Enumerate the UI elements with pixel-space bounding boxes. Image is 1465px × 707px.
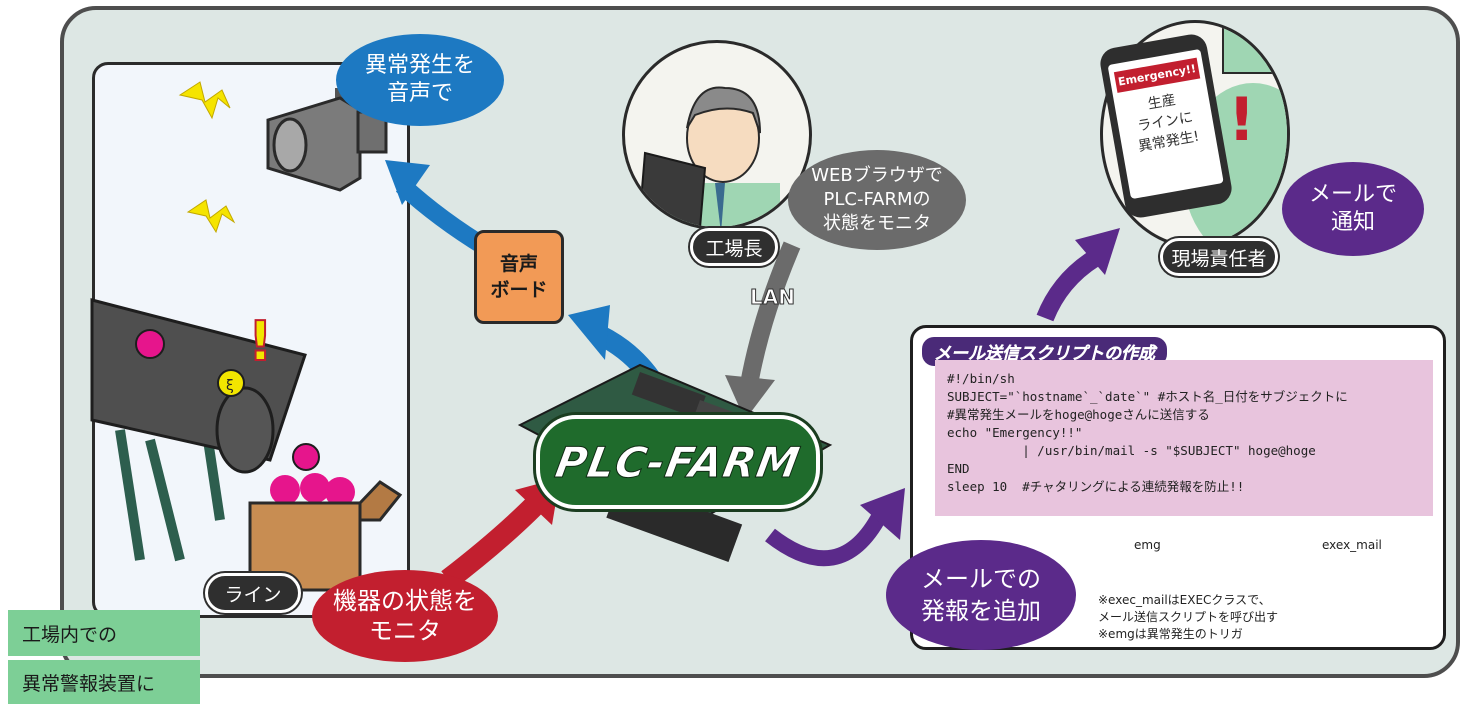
phone-screen: Emergency!! 生産 ラインに 異常発生! — [1107, 48, 1224, 200]
mail-add-bubble: メールでの発報を追加 — [886, 540, 1076, 650]
svg-text:ξ: ξ — [226, 378, 234, 394]
mail-add-line1: メールでの — [921, 565, 1041, 593]
monitor-bubble: 機器の状態をモニタ — [312, 570, 498, 662]
line-label: ライン — [205, 573, 301, 613]
conveyor-belt-icon: ξ — [90, 298, 320, 562]
lightning-icon — [178, 81, 231, 120]
code-line: echo "Emergency!!" — [947, 425, 1083, 440]
script-code: #!/bin/sh SUBJECT="`hostname`_`date`" #ホ… — [935, 360, 1433, 516]
exclamation-icon: ! — [248, 310, 273, 373]
arrow-to-responsible — [1036, 228, 1120, 322]
code-line: SUBJECT="`hostname`_`date`" #ホスト名_日付をサブジ… — [947, 389, 1348, 404]
manager-icon — [638, 86, 780, 227]
manager-bubble-line3: 状態をモニタ — [823, 213, 931, 234]
code-line: | /usr/bin/mail -s "$SUBJECT" hoge@hoge — [947, 443, 1316, 458]
lan-label: LAN — [750, 285, 796, 310]
manager-bubble-line1: WEBブラウザで — [811, 165, 943, 186]
plc-farm-logo-text: PLC-FARM — [551, 437, 805, 487]
speaker-bubble: 異常発生を音声で — [336, 34, 504, 126]
sound-board: 音声ボード — [474, 230, 564, 324]
speaker-bubble-line2: 音声で — [386, 81, 453, 106]
speaker-bubble-line1: 異常発生を — [364, 53, 475, 78]
sound-board-line2: ボード — [490, 279, 548, 301]
manager-label: 工場長 — [690, 228, 778, 266]
phone-header: Emergency!! — [1113, 57, 1201, 93]
ladder-note-1: ※exec_mailはEXECクラスで、 — [1098, 593, 1271, 607]
manager-bubble-line2: PLC-FARMの — [823, 189, 931, 210]
sound-board-line1: 音声 — [499, 253, 538, 275]
code-line: sleep 10 #チャタリングによる連続発報を防止!! — [947, 479, 1245, 494]
manager-portrait — [622, 40, 812, 230]
mail-notify-line2: 通知 — [1330, 210, 1375, 235]
manager-bubble: WEBブラウザで PLC-FARMの 状態をモニタ — [788, 150, 966, 250]
ladder-notes: ※exec_mailはEXECクラスで、 メール送信スクリプトを呼び出す ※em… — [1098, 592, 1278, 643]
arrow-to-script — [765, 488, 905, 567]
mail-notify-bubble: メールで通知 — [1282, 162, 1424, 256]
mail-add-line2: 発報を追加 — [921, 597, 1041, 625]
mail-notify-line1: メールで — [1308, 182, 1397, 207]
ladder-contact-label: emg — [1134, 538, 1161, 552]
alert-exclamation-icon: ! — [1228, 85, 1256, 155]
footer-line1: 工場内での — [8, 610, 200, 656]
ladder-note-2: メール送信スクリプトを呼び出す — [1098, 610, 1279, 624]
cardboard-box-icon — [248, 473, 403, 592]
monitor-bubble-line2: モニタ — [369, 617, 441, 645]
responsible-label: 現場責任者 — [1160, 238, 1278, 276]
code-line: #!/bin/sh — [947, 371, 1015, 386]
footer-line2: 異常警報装置に — [8, 660, 200, 704]
ladder-coil-label: exex_mail — [1322, 538, 1382, 552]
ladder-note-3: ※emgは異常発生のトリガ — [1098, 627, 1243, 641]
lightning-icon — [186, 199, 236, 234]
code-line: #異常発生メールをhoge@hogeさんに送信する — [947, 407, 1210, 422]
arrow-monitor — [441, 478, 560, 589]
code-line: END — [947, 461, 970, 476]
arrow-lan — [725, 241, 801, 420]
monitor-bubble-line1: 機器の状態を — [333, 587, 477, 615]
plc-farm-logo: PLC-FARM — [536, 415, 820, 509]
